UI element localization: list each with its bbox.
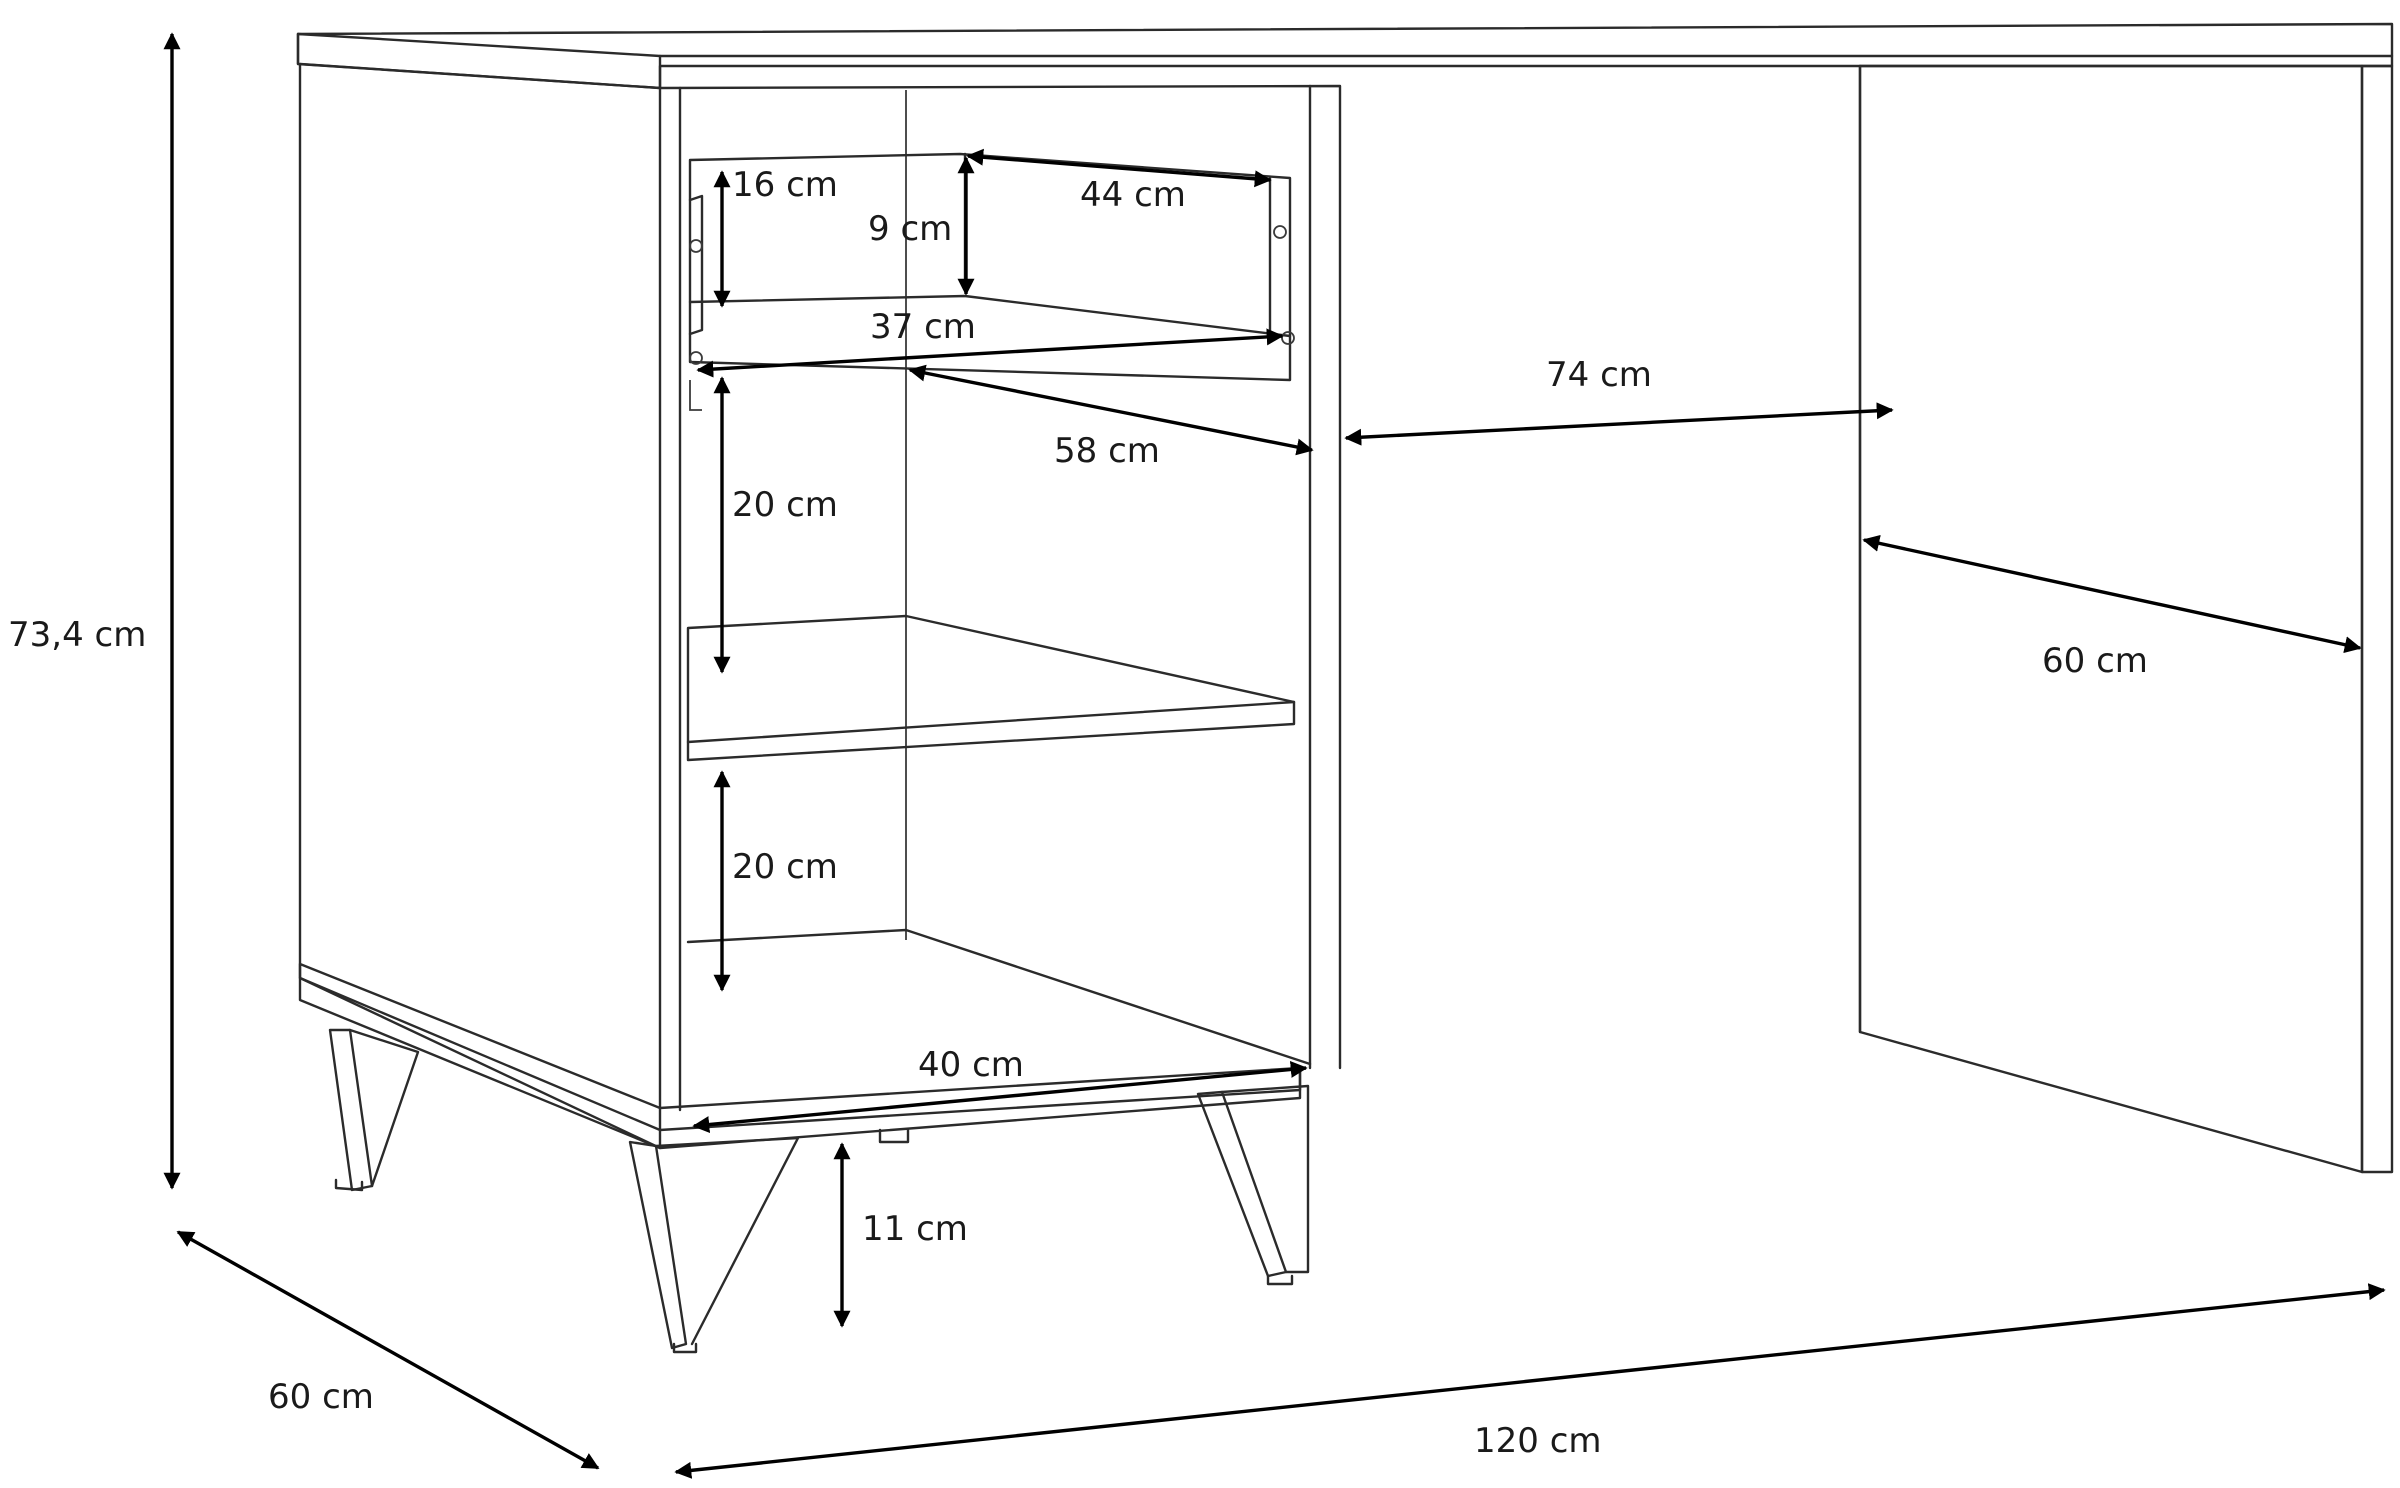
- label-cabinet-width: 40 cm: [918, 1045, 1024, 1085]
- cabinet-legs: [328, 1028, 1310, 1354]
- label-cabinet-depth: 58 cm: [1054, 431, 1160, 471]
- label-width-total: 120 cm: [1474, 1421, 1602, 1461]
- label-shelf-gap-lower: 20 cm: [732, 847, 838, 887]
- arrow-legroom-width: [1344, 402, 1894, 446]
- cabinet-front-frame: [658, 84, 1342, 1070]
- middle-shelf: [686, 614, 1296, 762]
- label-drawer-height-inner: 9 cm: [868, 209, 952, 249]
- label-height-total: 73,4 cm: [8, 615, 146, 655]
- arrow-drawer-width-inner: [696, 328, 1284, 378]
- arrow-legroom-depth: [1862, 534, 2362, 654]
- dimension-labels: 73,4 cm 60 cm 120 cm 74 cm 60 cm 16 cm 9…: [8, 165, 2148, 1461]
- label-legroom-width: 74 cm: [1546, 355, 1652, 395]
- label-drawer-depth-inner: 44 cm: [1080, 175, 1186, 215]
- arrow-depth-total: [176, 1230, 600, 1470]
- label-depth-total: 60 cm: [268, 1377, 374, 1417]
- cabinet-floor: [686, 928, 1312, 1066]
- label-legroom-depth: 60 cm: [2042, 641, 2148, 681]
- arrow-cabinet-depth: [908, 364, 1314, 456]
- arrow-drawer-depth-inner: [966, 148, 1272, 188]
- label-leg-height: 11 cm: [862, 1209, 968, 1249]
- cabinet-base: [298, 962, 1302, 1132]
- label-drawer-height-outer: 16 cm: [732, 165, 838, 205]
- desk-outline: [296, 22, 2394, 1354]
- label-shelf-gap-upper: 20 cm: [732, 485, 838, 525]
- arrow-cabinet-width: [692, 1060, 1308, 1134]
- arrow-width-total: [674, 1283, 2386, 1479]
- right-panel: [1858, 64, 2394, 1174]
- label-drawer-width-inner: 37 cm: [870, 307, 976, 347]
- dimension-lines: [163, 32, 2386, 1479]
